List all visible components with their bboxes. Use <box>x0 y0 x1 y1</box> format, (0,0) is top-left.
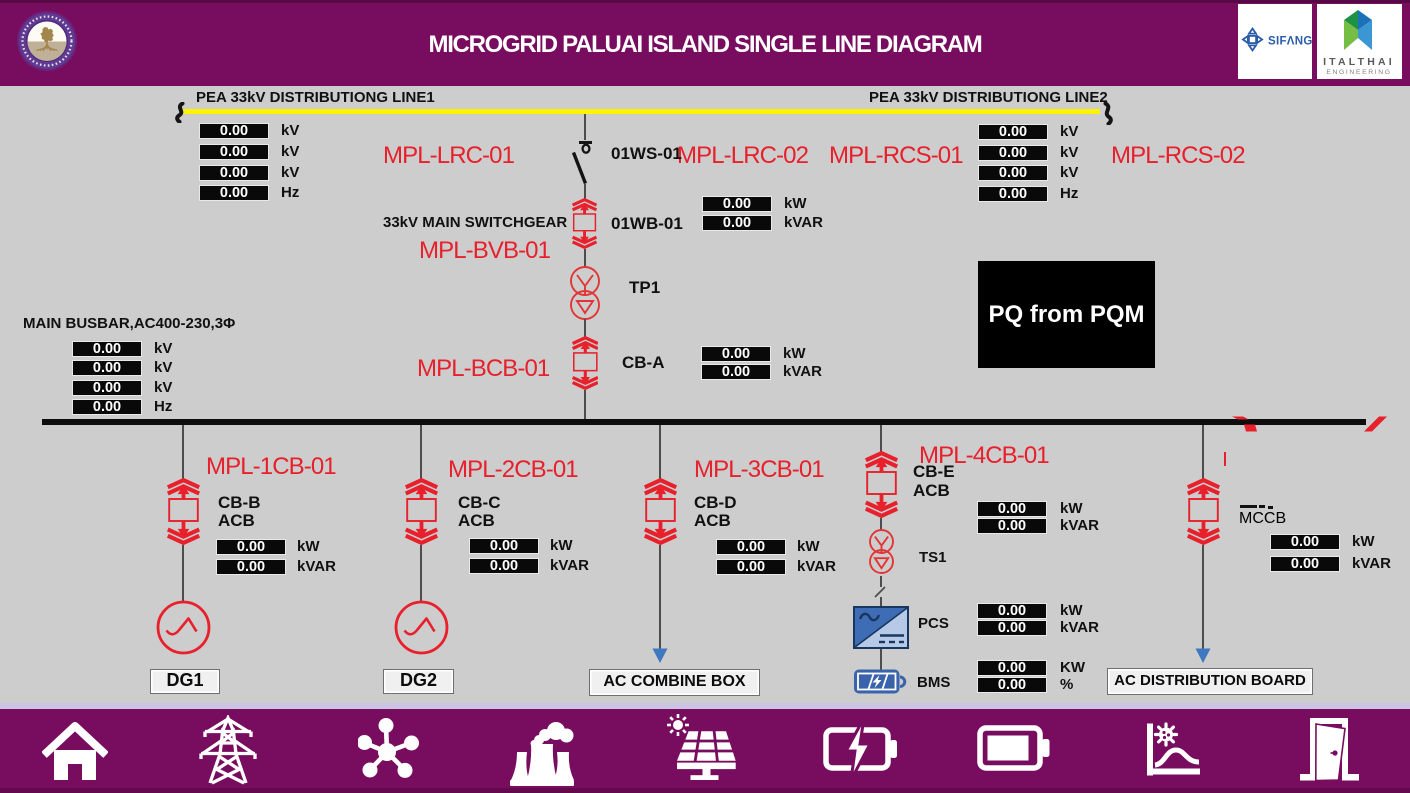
svg-text:ITALTHAI: ITALTHAI <box>1323 56 1395 68</box>
svg-text:SIFΛNG: SIFΛNG <box>1268 36 1312 48</box>
svg-text:ENGINEERING: ENGINEERING <box>1326 69 1391 76</box>
